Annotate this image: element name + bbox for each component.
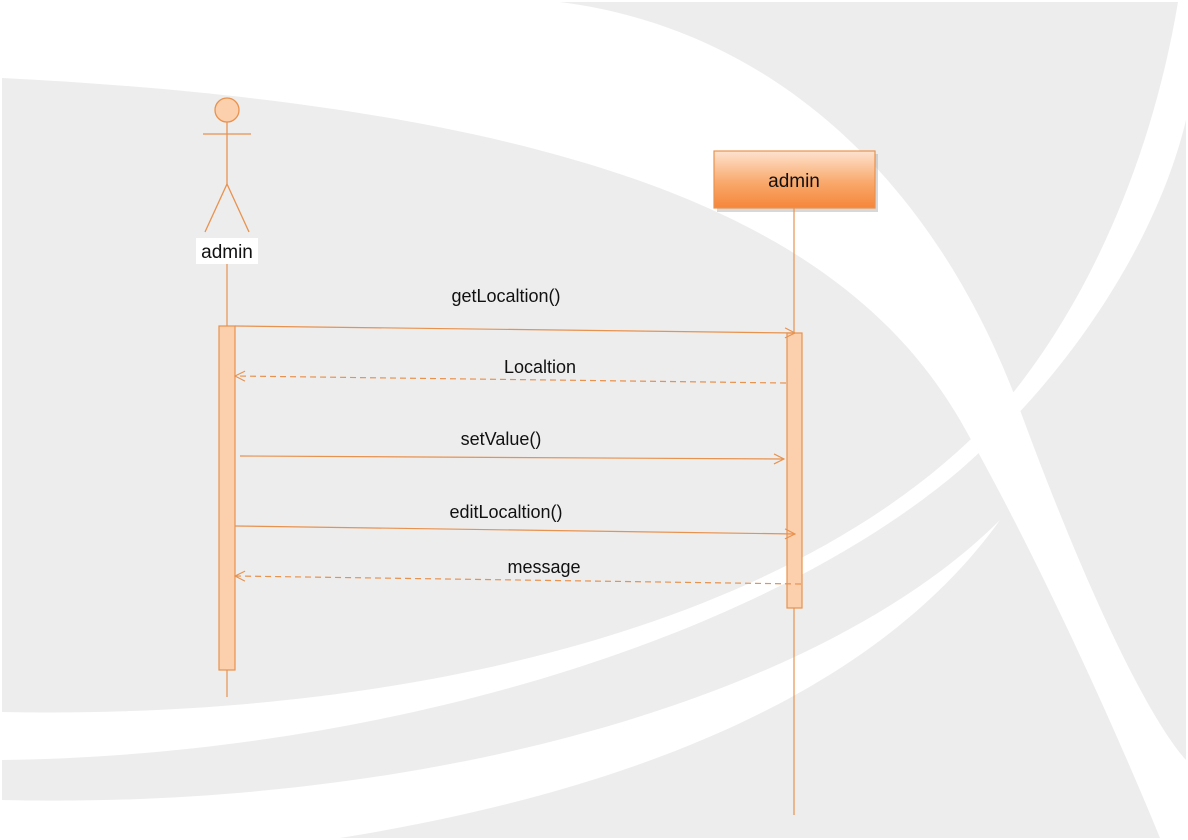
message-label: setValue() <box>461 429 542 449</box>
message-getlocaltion: getLocaltion() <box>234 286 795 333</box>
message-label: Localtion <box>504 357 576 377</box>
actor-head-icon <box>214 97 240 123</box>
actor-activation-bar <box>218 325 236 671</box>
message-label: getLocaltion() <box>451 286 560 306</box>
object-label: admin <box>768 171 820 192</box>
message-label: editLocaltion() <box>449 502 562 522</box>
actor-label: admin <box>201 242 253 263</box>
actor-admin: admin <box>196 97 258 264</box>
actor-right-leg <box>226 183 250 233</box>
message-localtion-return: Localtion <box>235 357 787 384</box>
message-arrow <box>239 456 784 459</box>
message-editlocaltion: editLocaltion() <box>234 502 795 534</box>
object-box <box>713 150 876 209</box>
message-arrow <box>235 576 802 585</box>
actor-label-background <box>196 238 258 264</box>
object-admin: admin <box>713 150 878 212</box>
message-arrow <box>235 376 787 384</box>
actor-left-leg <box>204 183 228 233</box>
message-arrow <box>234 325 795 333</box>
message-label: message <box>507 557 580 577</box>
message-arrow <box>234 525 795 534</box>
object-activation-bar <box>786 332 803 609</box>
background-swoosh-bottom <box>2 520 1000 838</box>
message-setvalue: setValue() <box>239 429 784 459</box>
message-message-return: message <box>235 557 802 585</box>
